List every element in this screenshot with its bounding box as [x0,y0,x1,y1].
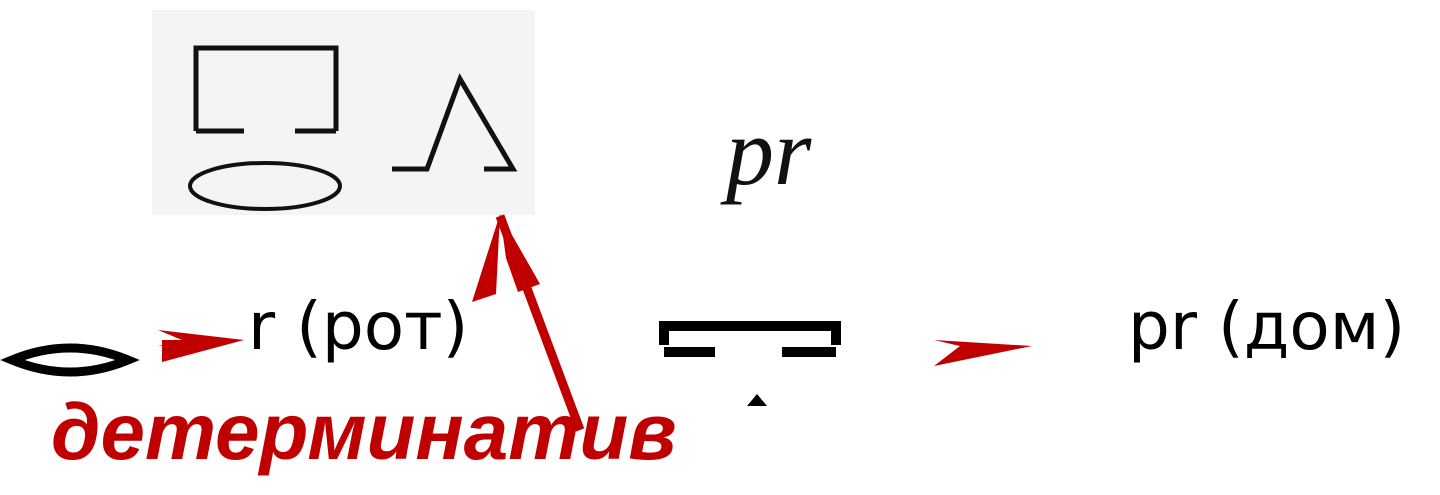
mouth-hieroglyph-scan [188,161,342,211]
mouth-reading-label: r (рот) [248,288,469,365]
small-house-glyph [659,321,841,406]
arrow-to-mouth-reading [162,340,244,362]
house-hieroglyph-scan [193,45,339,134]
house-reading-label: pr (дом) [1128,288,1406,365]
determinative-label: детерминатив [51,387,677,476]
small-mouth-glyph [0,343,140,377]
scanned-hieroglyph-panel [152,10,535,215]
arrow-to-house-reading [934,340,1032,366]
walking-legs-determinative-glyph [392,73,518,172]
transliteration-pr: pr [726,98,812,205]
